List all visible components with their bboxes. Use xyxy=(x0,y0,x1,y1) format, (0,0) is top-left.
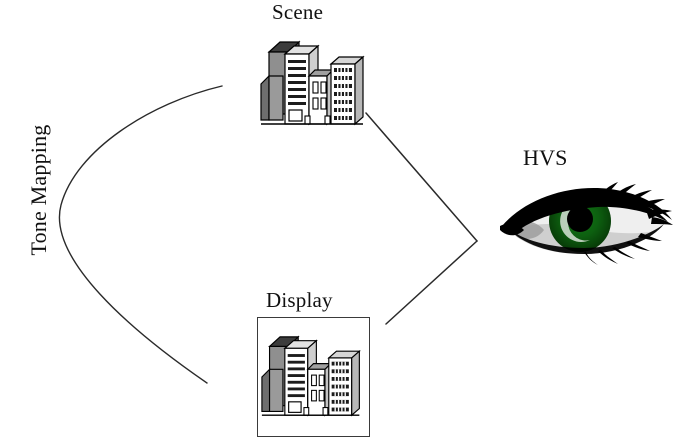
display-city-buildings-icon xyxy=(260,322,367,432)
scene-city-buildings-icon xyxy=(259,28,371,140)
display-label: Display xyxy=(266,288,333,312)
eye-pupil xyxy=(567,206,593,232)
grid-windows xyxy=(334,68,352,120)
human-eye-icon xyxy=(492,178,674,266)
tone-mapping-label: Tone Mapping xyxy=(26,124,51,256)
display-frame xyxy=(257,317,370,437)
edge-scene-to-hvs xyxy=(365,112,478,242)
window-stripes xyxy=(288,60,306,105)
eye-lower-lid xyxy=(508,224,664,254)
edge-display-to-hvs xyxy=(385,240,478,325)
eye-upper-lash-mass xyxy=(510,196,668,234)
hvs-label: HVS xyxy=(523,145,568,170)
eye-inner-corner xyxy=(500,223,524,236)
edge-tone-mapping-curve xyxy=(58,85,223,384)
eye-upper-lashes xyxy=(596,182,673,225)
scene-label: Scene xyxy=(272,0,324,24)
